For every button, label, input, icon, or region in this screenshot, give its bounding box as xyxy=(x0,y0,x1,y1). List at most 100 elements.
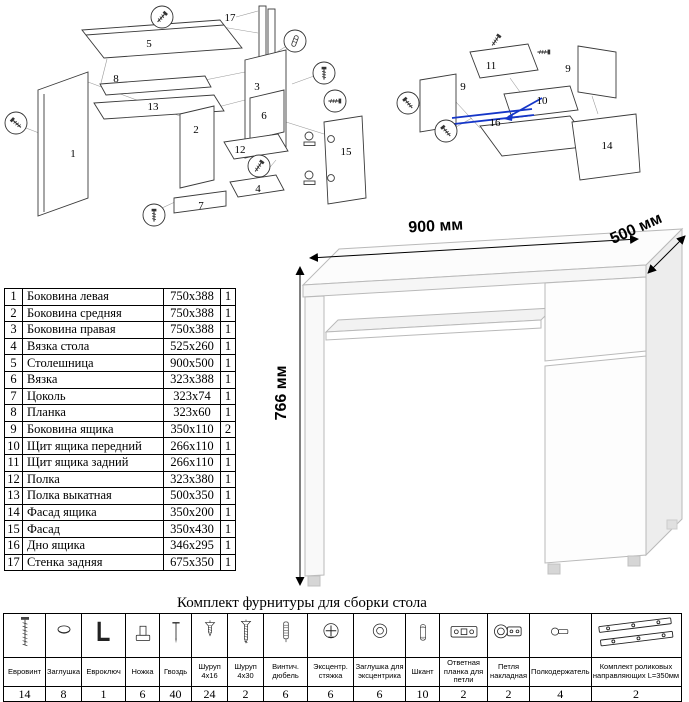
hex-key-icon xyxy=(82,614,126,658)
hardware-item-qty: 4 xyxy=(530,686,591,701)
parts-col-size: 525x260 xyxy=(164,338,221,355)
hardware-item-qty: 6 xyxy=(126,686,160,701)
hardware-item-qty: 8 xyxy=(46,686,82,701)
hardware-item-qty: 2 xyxy=(591,686,681,701)
parts-col-size: 346x295 xyxy=(164,537,221,554)
dim-width-label: 900 мм xyxy=(408,217,464,237)
parts-col-qty: 1 xyxy=(221,338,236,355)
desk-foot xyxy=(548,564,560,574)
part-label-13: 13 xyxy=(148,101,160,113)
parts-col-name: Фасад xyxy=(23,521,164,538)
parts-col-name: Щит ящика задний xyxy=(23,454,164,471)
parts-col-qty: 2 xyxy=(221,421,236,438)
part-label-11: 11 xyxy=(486,60,497,72)
part-label-1: 1 xyxy=(70,148,76,160)
hardware-kit-title: Комплект фурнитуры для сборки стола xyxy=(0,595,604,612)
panel-middle-side-2 xyxy=(180,106,214,188)
parts-col-size: 323x388 xyxy=(164,371,221,388)
part-label-17: 17 xyxy=(225,12,237,24)
part-label-2: 2 xyxy=(193,124,199,136)
parts-col-num: 2 xyxy=(5,305,23,322)
desk-foot xyxy=(667,520,677,529)
hardware-item-qty: 6 xyxy=(264,686,308,701)
shelf-pin-icon xyxy=(530,614,591,658)
parts-col-size: 266x110 xyxy=(164,454,221,471)
screw-short-icon xyxy=(192,614,228,658)
parts-col-name: Фасад ящика xyxy=(23,504,164,521)
hardware-item-label: Эксцентр. стяжка xyxy=(308,658,354,687)
parts-col-size: 750x388 xyxy=(164,322,221,339)
desk-foot xyxy=(628,556,640,566)
screw-long-icon xyxy=(228,614,264,658)
parts-col-name: Щит ящика передний xyxy=(23,438,164,455)
hinge-cup xyxy=(328,175,335,182)
part-label-10: 10 xyxy=(537,95,549,107)
roller-guides-icon xyxy=(591,614,681,658)
part-label-3: 3 xyxy=(254,81,260,93)
desk-dimension-view: 900 мм 500 мм 766 мм xyxy=(248,203,689,603)
hardware-item-label: Петля накладная xyxy=(488,658,530,687)
parts-col-num: 10 xyxy=(5,438,23,455)
parts-col-name: Боковина средняя xyxy=(23,305,164,322)
panel-tie-6 xyxy=(250,90,284,140)
blue-arrowhead xyxy=(504,113,513,121)
parts-col-name: Стенка задняя xyxy=(23,554,164,571)
parts-col-name: Боковина правая xyxy=(23,322,164,339)
parts-col-qty: 1 xyxy=(221,355,236,372)
parts-col-qty: 1 xyxy=(221,471,236,488)
hardware-item-qty: 2 xyxy=(488,686,530,701)
parts-col-num: 4 xyxy=(5,338,23,355)
parts-col-qty: 1 xyxy=(221,488,236,505)
hardware-item-label: Заглушка для эксцентрика xyxy=(354,658,406,687)
hardware-item-qty: 6 xyxy=(354,686,406,701)
panel-back-wall-17a xyxy=(259,6,266,58)
hardware-item-label: Гвоздь xyxy=(160,658,192,687)
parts-col-name: Вязка xyxy=(23,371,164,388)
hardware-item-qty: 24 xyxy=(192,686,228,701)
parts-col-num: 15 xyxy=(5,521,23,538)
hinge-glyph-plate xyxy=(304,142,315,146)
hardware-item-qty: 6 xyxy=(308,686,354,701)
parts-col-qty: 1 xyxy=(221,289,236,306)
parts-col-qty: 1 xyxy=(221,405,236,422)
hardware-item-qty: 2 xyxy=(228,686,264,701)
pedestal-drawer-front xyxy=(545,277,646,361)
hardware-item-qty: 1 xyxy=(82,686,126,701)
hardware-item-qty: 10 xyxy=(406,686,440,701)
parts-col-num: 13 xyxy=(5,488,23,505)
pedestal-door xyxy=(545,356,646,563)
panel-drawer-back-11 xyxy=(470,44,538,78)
parts-col-name: Боковина левая xyxy=(23,289,164,306)
panel-facade-15 xyxy=(324,116,366,204)
hardware-item-label: Комплект роликовых направляющих L=350мм xyxy=(591,658,681,687)
foot-icon xyxy=(126,614,160,658)
parts-col-num: 14 xyxy=(5,504,23,521)
parts-col-qty: 1 xyxy=(221,554,236,571)
hardware-item-label: Полкодержатель xyxy=(530,658,591,687)
desk-right-side-face xyxy=(646,229,682,555)
parts-col-name: Дно ящика xyxy=(23,537,164,554)
hardware-item-label: Шуруп 4x16 xyxy=(192,658,228,687)
hardware-item-label: Ответная планка для петли xyxy=(440,658,488,687)
parts-col-num: 16 xyxy=(5,537,23,554)
cam-cap-icon xyxy=(354,614,406,658)
hardware-item-label: Ножка xyxy=(126,658,160,687)
parts-col-num: 17 xyxy=(5,554,23,571)
parts-col-name: Полка xyxy=(23,471,164,488)
desk-foot xyxy=(308,576,320,586)
parts-col-size: 675x350 xyxy=(164,554,221,571)
